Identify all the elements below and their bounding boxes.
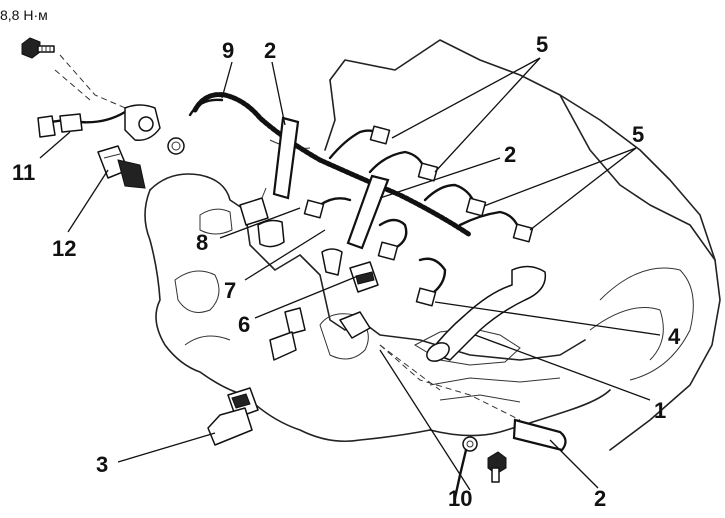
connector-part-12 (97, 145, 146, 189)
callout-1: 1 (654, 398, 666, 423)
callout-3: 3 (96, 452, 108, 477)
callout-2-top: 2 (264, 38, 276, 63)
sensor-part-7 (321, 248, 343, 276)
callout-5-top: 5 (536, 32, 548, 57)
sensor-part-8 (239, 187, 285, 248)
hose-part-4 (426, 265, 547, 362)
callout-4: 4 (668, 324, 681, 349)
mounting-bolt (21, 37, 55, 59)
callout-2-middle: 2 (504, 142, 516, 167)
callout-12: 12 (52, 236, 76, 261)
callout-5-right: 5 (632, 122, 644, 147)
ground-cable-part-10 (453, 436, 507, 500)
wiring-harness-part-9 (188, 92, 473, 238)
small-plug (269, 307, 371, 361)
dashed-reference-lines (54, 54, 521, 421)
callout-9: 9 (222, 38, 234, 63)
callout-6: 6 (238, 312, 250, 337)
sensor-part-3 (207, 387, 259, 446)
engine-block-outline (144, 39, 721, 451)
callout-10: 10 (448, 486, 472, 511)
sensor-part-6 (349, 261, 379, 293)
callout-11: 11 (12, 160, 35, 185)
callout-8: 8 (196, 230, 208, 255)
harness-branches (303, 125, 534, 307)
torque-note: 8,8 Н·м (0, 7, 48, 23)
sensor-part-11 (37, 104, 185, 155)
callout-2-bottom: 2 (594, 486, 606, 511)
leader-lines (39, 57, 661, 491)
callout-7: 7 (224, 278, 236, 303)
